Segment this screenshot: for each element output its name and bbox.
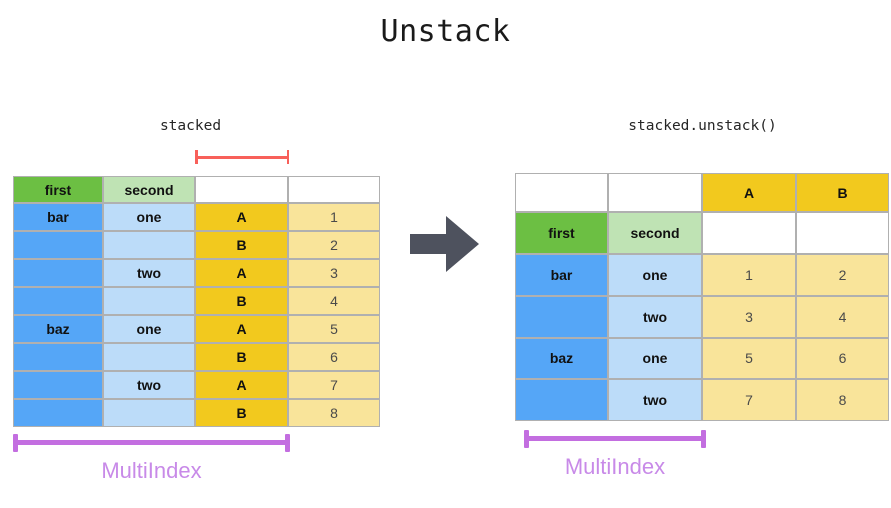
bracket-cap-right — [286, 150, 289, 164]
cell-value-a: 3 — [702, 295, 796, 338]
bracket-bar — [524, 436, 706, 441]
left-table-caption: stacked — [159, 118, 222, 134]
cell-value: 2 — [288, 231, 380, 259]
cell-value: 8 — [288, 399, 380, 427]
cell-letter: B — [195, 399, 288, 427]
right-arrow-icon — [410, 214, 480, 274]
cell-second: one — [608, 337, 702, 380]
cell-letter: B — [195, 287, 288, 315]
cell-value-a: 5 — [702, 337, 796, 380]
cell-letter: A — [195, 371, 288, 399]
cell-first — [515, 295, 608, 338]
cell-first — [13, 399, 103, 427]
multiindex-bracket-left — [13, 434, 290, 452]
cell-value-b: 4 — [796, 295, 889, 338]
cell-second — [103, 343, 195, 371]
cell-letter: A — [195, 315, 288, 343]
cell-first: baz — [13, 315, 103, 343]
cell-first — [13, 259, 103, 287]
header-cell-first: first — [515, 212, 608, 254]
header-cell-blank-1 — [195, 176, 288, 203]
cell-letter: B — [195, 231, 288, 259]
cell-second: two — [608, 379, 702, 421]
colheader-cell-b: B — [796, 173, 889, 212]
header-cell-blank-2 — [288, 176, 380, 203]
page-title: Unstack — [380, 14, 511, 49]
multiindex-label-left: MultiIndex — [101, 458, 202, 483]
cell-value: 7 — [288, 371, 380, 399]
cell-value-b: 6 — [796, 337, 889, 380]
cell-first — [515, 379, 608, 421]
header-cell-second: second — [103, 176, 195, 203]
cell-second — [103, 399, 195, 427]
cell-value-a: 1 — [702, 254, 796, 296]
cell-letter: A — [195, 203, 288, 231]
cell-value: 3 — [288, 259, 380, 287]
cell-second: one — [103, 315, 195, 343]
cell-value: 6 — [288, 343, 380, 371]
cell-second: two — [103, 259, 195, 287]
bracket-cap-right — [701, 430, 706, 448]
bracket-bar — [13, 440, 290, 445]
cell-second: one — [103, 203, 195, 231]
cell-first — [13, 343, 103, 371]
cell-first: bar — [515, 254, 608, 296]
cell-value: 4 — [288, 287, 380, 315]
column-level-bracket — [195, 150, 289, 164]
header-cell-blank-b — [796, 212, 889, 254]
multiindex-bracket-right — [524, 430, 706, 448]
cell-value: 1 — [288, 203, 380, 231]
cell-value-b: 2 — [796, 254, 889, 296]
cell-value-a: 7 — [702, 379, 796, 421]
cell-first: baz — [515, 337, 608, 380]
cell-first — [13, 231, 103, 259]
cell-letter: B — [195, 343, 288, 371]
cell-second — [103, 287, 195, 315]
multiindex-label-right: MultiIndex — [564, 454, 666, 479]
bracket-bar — [195, 156, 289, 159]
cell-first — [13, 371, 103, 399]
cell-first — [13, 287, 103, 315]
cell-first: bar — [13, 203, 103, 231]
header-cell-second: second — [608, 212, 702, 254]
colheader-cell-a: A — [702, 173, 796, 212]
colheader-blank-1 — [515, 173, 608, 212]
cell-value-b: 8 — [796, 379, 889, 421]
cell-second: two — [103, 371, 195, 399]
right-table-caption: stacked.unstack() — [628, 118, 777, 134]
header-cell-blank-a — [702, 212, 796, 254]
cell-letter: A — [195, 259, 288, 287]
cell-second: two — [608, 295, 702, 338]
bracket-cap-right — [285, 434, 290, 452]
colheader-blank-2 — [608, 173, 702, 212]
header-cell-first: first — [13, 176, 103, 203]
cell-second — [103, 231, 195, 259]
cell-value: 5 — [288, 315, 380, 343]
cell-second: one — [608, 254, 702, 296]
